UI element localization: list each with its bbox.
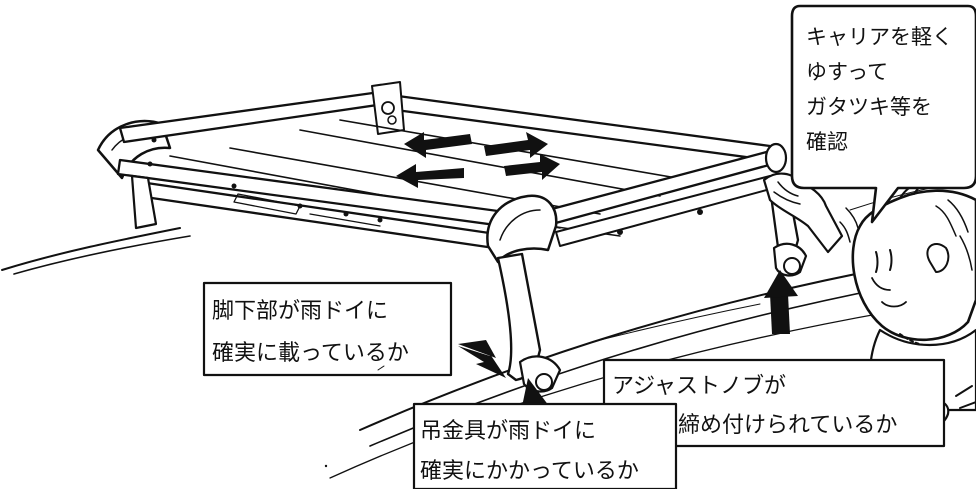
speech-line-3: ガタツキ等を: [806, 95, 932, 119]
speech-line-1: キャリアを軽く: [806, 25, 953, 49]
callout-hanger-bracket: 吊金具が雨ドイに 確実にかかっているか: [412, 402, 678, 491]
callout-adjust-knob-line-1: アジャストノブが: [612, 374, 786, 399]
callout-hanger-bracket-line-2: 確実にかかっているか: [420, 459, 639, 484]
callout-leg-bottom: 脚下部が雨ドイに 確実に載っているか: [202, 281, 453, 377]
roof-carrier: [96, 81, 788, 264]
double-arrow-icon: [396, 132, 560, 188]
carrier-legs: [130, 174, 808, 393]
speech-bubble: キャリアを軽く ゆすって ガタツキ等を 確認: [790, 4, 976, 224]
speech-line-2: ゆすって: [806, 60, 888, 84]
callout-leg-bottom-line-2: 確実に載っているか: [212, 341, 409, 366]
callout-leg-bottom-line-1: 脚下部が雨ドイに: [212, 299, 388, 324]
callout-hanger-bracket-line-1: 吊金具が雨ドイに: [420, 419, 596, 444]
speech-line-4: 確認: [806, 130, 848, 154]
